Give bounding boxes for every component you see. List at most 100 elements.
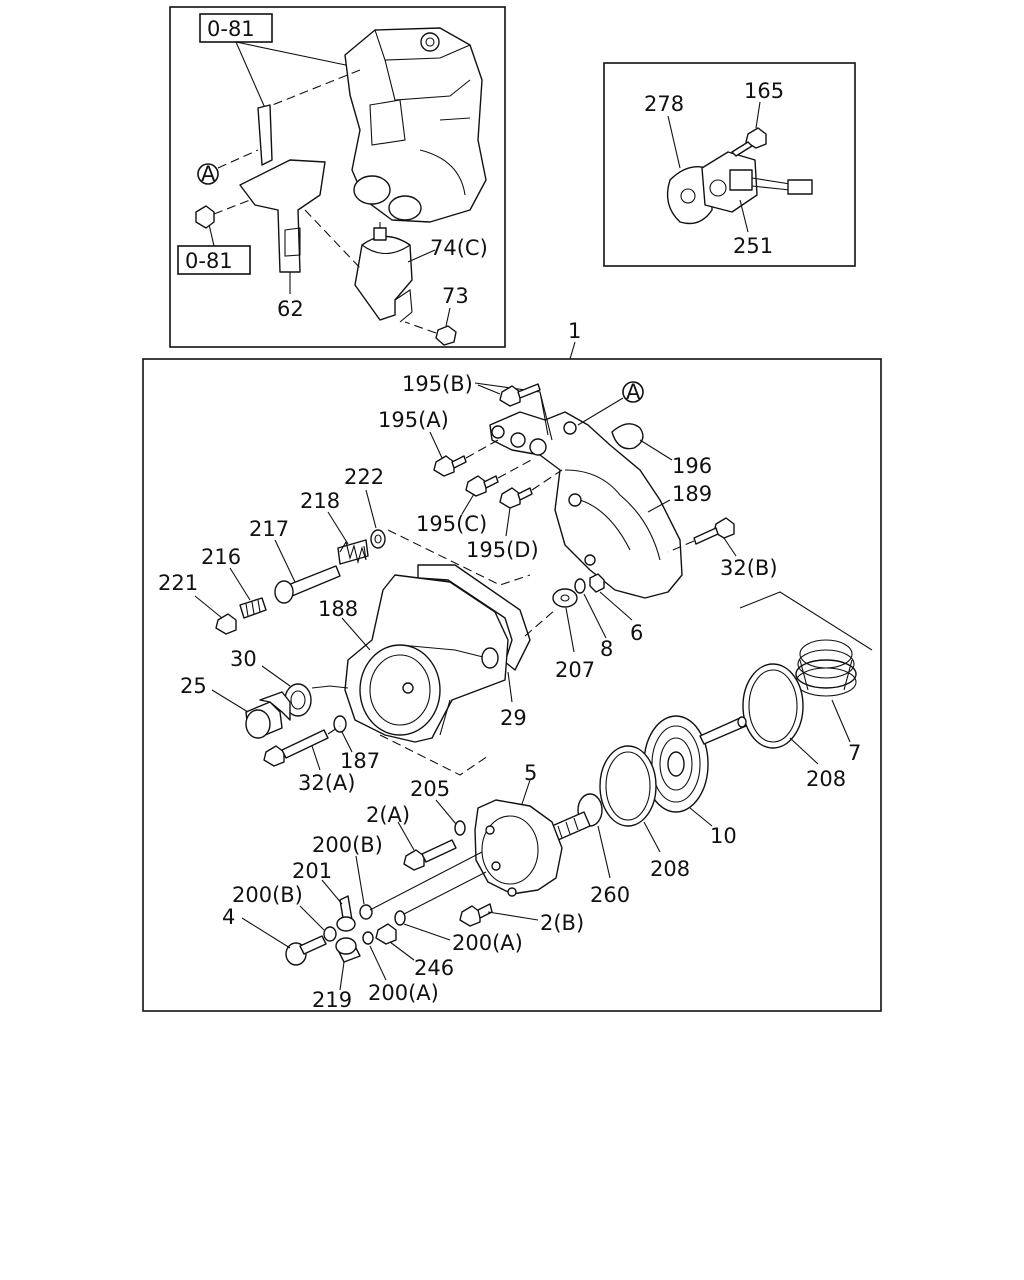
leader-4 [241,917,291,949]
circle-a-main [622,381,644,403]
washer-207-hole [560,594,570,602]
leader-196 [639,439,673,461]
washer-187 [333,715,347,733]
circle-a-top [197,163,219,185]
label-246: 246 [414,956,454,980]
label-208-lower: 208 [650,857,690,881]
gasket-278-hole [680,188,696,204]
bracket-189 [489,411,683,599]
label-216: 216 [201,545,241,569]
bolt-195a [433,439,499,477]
bolt-left-0-81 [195,199,251,229]
label-195c: 195(C) [416,512,487,536]
washer-200b-1 [359,904,373,920]
gasket-278 [666,166,713,225]
label-10: 10 [710,824,737,848]
leader-205 [435,799,457,825]
label-208-upper: 208 [806,767,846,791]
label-222: 222 [344,465,384,489]
inset-top-left-frame [169,6,506,348]
leader-32a [311,745,321,771]
leader-195d [505,507,511,537]
leader-200a-2 [369,945,387,981]
inset-top-left: 0-81 0-81 A [169,6,506,348]
label-32a: 32(A) [298,771,355,795]
plug-25 [245,691,291,739]
washer-222 [370,529,386,549]
bolt-73 [404,321,457,346]
screw-216 [239,597,267,619]
label-251: 251 [733,234,773,258]
leader-195b-extra [474,382,553,441]
inset-top-right: 278 165 251 [603,62,856,267]
label-8: 8 [600,637,613,661]
leader-207 [565,607,575,653]
pin-217 [274,565,341,604]
label-195d: 195(D) [466,538,539,562]
dashed-line-a-top [217,149,259,169]
valve-260 [551,793,603,841]
washer-200b-2 [323,926,337,942]
leader-216 [229,567,251,601]
leader-30 [261,665,291,687]
cap-219 [335,937,361,963]
spring-7 [795,639,857,697]
label-200a-1: 200(A) [452,931,523,955]
leader-1 [569,341,576,360]
leader-217 [274,539,296,583]
bracket-62 [239,104,326,273]
leader-200b-1 [355,855,365,905]
label-29: 29 [500,706,527,730]
leader-208-upper [789,737,819,765]
nut-246 [375,923,397,945]
leader-10 [689,807,713,827]
nut-6 [589,573,605,593]
circle-a-top-label: A [201,162,216,186]
housing-188 [344,574,509,743]
leader-201 [321,879,343,905]
main-assembly: 1 196 189 A 195(B) [142,319,882,1012]
label-219: 219 [312,988,352,1012]
leader-208-lower [643,821,661,853]
label-221: 221 [158,571,198,595]
leader-200a-1 [403,923,451,941]
bolt-2b [459,903,493,927]
leader-219 [339,961,345,991]
main-assembly-frame [142,358,882,1012]
bolt-32b [667,517,735,553]
label-188: 188 [318,597,358,621]
label-30: 30 [230,647,257,671]
leader-200b-2 [299,905,325,931]
leader-165 [755,101,761,129]
ring-208-upper [742,663,804,749]
leader-7 [831,699,851,743]
bolt-165 [731,127,767,157]
leader-5 [521,779,531,805]
label-187: 187 [340,749,380,773]
oring-196 [611,423,644,450]
leader-188 [341,617,371,651]
leader-218 [327,511,349,545]
label-201: 201 [292,859,332,883]
leader-189 [647,499,671,513]
label-200b-2: 200(B) [232,883,303,907]
dashed-line-actuator [304,209,363,271]
label-218: 218 [300,489,340,513]
leader-187 [341,731,353,753]
washer-205 [454,820,466,836]
leader-74c [407,249,436,263]
leader-2b [487,911,539,921]
leader-6 [599,591,633,621]
leader-32b [723,537,737,557]
actuator-74c [354,222,413,323]
label-62: 62 [277,297,304,321]
washer-207 [552,588,578,608]
label-200b-1: 200(B) [312,833,383,857]
label-5: 5 [524,761,537,785]
bolt-195c [465,457,536,497]
leader-7-bracket [739,591,873,651]
washer-200a-2 [362,931,374,945]
leader-260 [597,825,611,879]
sensor-251 [701,151,813,213]
